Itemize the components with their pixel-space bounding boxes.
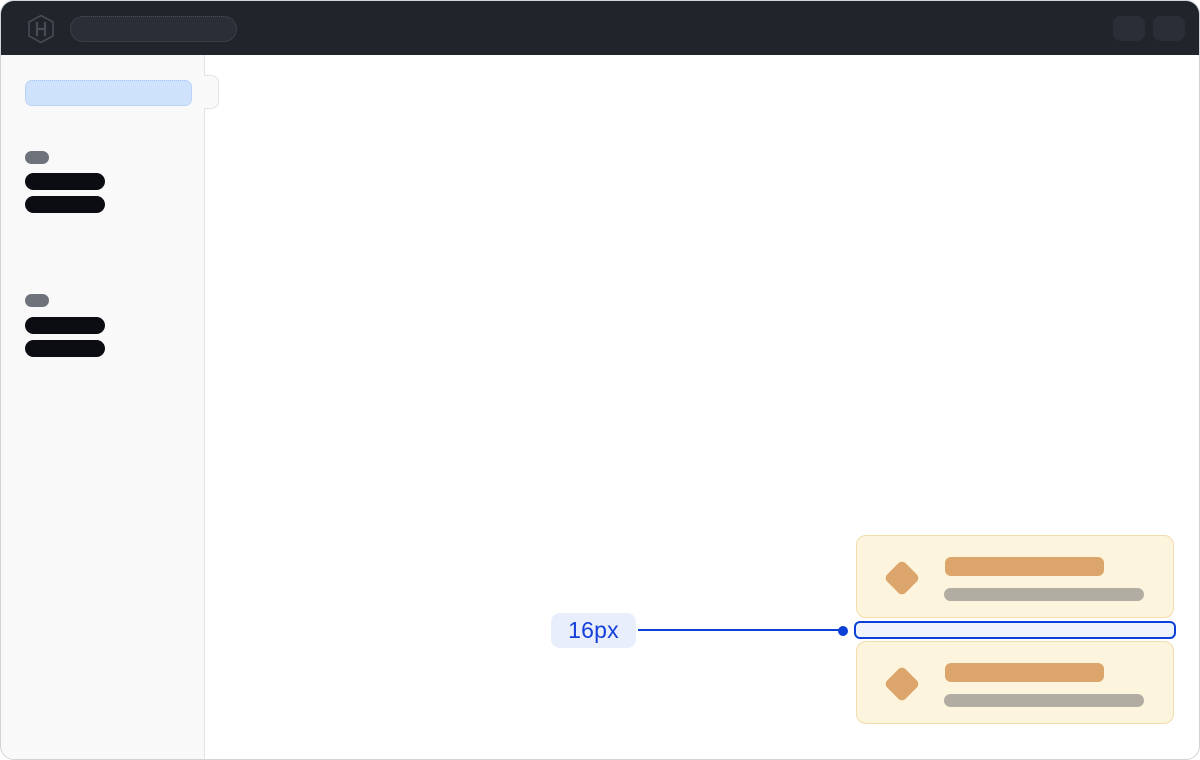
card — [856, 641, 1174, 724]
sidebar-nav-item-placeholder[interactable] — [25, 196, 105, 213]
hashicorp-logo-icon — [27, 14, 55, 44]
card-subtitle-placeholder — [944, 694, 1144, 707]
sidebar-toggle-tab[interactable] — [204, 75, 219, 109]
sidebar-section-label-placeholder — [25, 294, 49, 307]
global-search-placeholder[interactable] — [70, 16, 237, 42]
sidebar-nav-item-placeholder[interactable] — [25, 317, 105, 334]
card — [856, 535, 1174, 618]
card-title-placeholder — [945, 663, 1104, 682]
diamond-icon — [883, 559, 921, 597]
card-title-placeholder — [945, 557, 1104, 576]
spacing-gap-highlight — [854, 621, 1176, 639]
topbar-action-button-1[interactable] — [1113, 16, 1145, 41]
sidebar-nav-item-placeholder[interactable] — [25, 173, 105, 190]
topbar-action-button-2[interactable] — [1153, 16, 1185, 41]
spacing-annotation-label: 16px — [551, 613, 636, 648]
card-subtitle-placeholder — [944, 588, 1144, 601]
top-navbar — [1, 1, 1199, 55]
sidebar-section-label-placeholder — [25, 151, 49, 164]
annotation-connector-dot — [838, 626, 848, 636]
diamond-icon — [883, 665, 921, 703]
sidebar-nav-item-placeholder[interactable] — [25, 340, 105, 357]
annotation-connector-line — [638, 629, 841, 631]
sidebar — [1, 55, 205, 759]
sidebar-active-item-placeholder[interactable] — [25, 80, 192, 106]
